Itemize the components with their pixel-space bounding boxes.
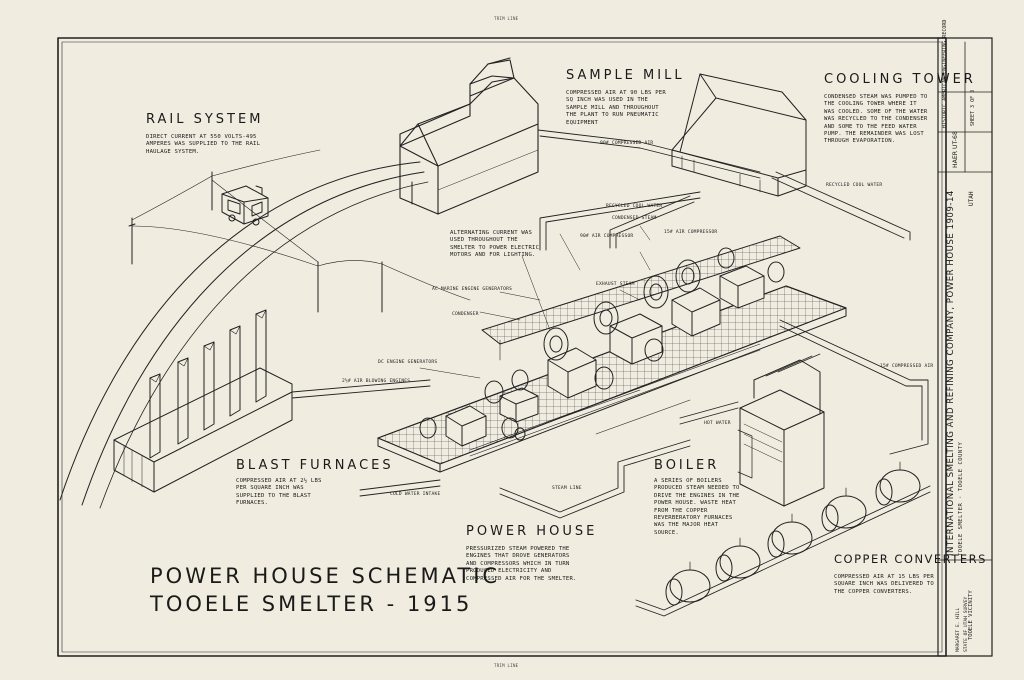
- blast-furnaces-note: COMPRESSED AIR AT 2½ LBS PER SQUARE INCH…: [236, 478, 322, 507]
- title-block-sheet-no: SHEET 3 OF 3: [970, 89, 976, 126]
- tag-condenser: CONDENSER: [452, 312, 479, 317]
- boiler-note: A SERIES OF BOILERS PRODUCED STEAM NEEDE…: [654, 478, 740, 536]
- power-house-floor: [377, 235, 847, 473]
- copper-converters-drawing: [635, 461, 931, 617]
- trim-line-bottom: TRIM LINE: [494, 663, 519, 668]
- tag-recycled-cool-water-tower: RECYCLED COOL WATER: [826, 183, 883, 188]
- power-house-heading: POWER HOUSE: [466, 524, 598, 539]
- tag-compressed-air-15: 15# COMPRESSED AIR: [880, 364, 934, 369]
- alternating-current-note: ALTERNATING CURRENT WAS USED THROUGHOUT …: [450, 230, 540, 259]
- boiler-heading: BOILER: [654, 458, 720, 473]
- tag-compressed-air-90: 90# COMPRESSED AIR: [600, 141, 654, 146]
- rail-system-heading: RAIL SYSTEM: [146, 112, 264, 127]
- title-block-delineator: MARGARET E. HILL: [956, 607, 961, 652]
- title-block-haer-no: HAER UT-68: [952, 131, 959, 168]
- outer-border: [57, 37, 947, 657]
- title-block-agency: HISTORIC AMERICAN ENGINEERING RECORD: [942, 19, 948, 128]
- drawing-title-line-1: POWER HOUSE SCHEMATIC: [150, 564, 501, 588]
- sample-mill-heading: SAMPLE MILL: [566, 68, 685, 83]
- inner-border: [61, 41, 943, 653]
- flywheels: [419, 247, 785, 441]
- sample-mill-building: [399, 57, 539, 215]
- copper-converters-heading: COPPER CONVERTERS: [834, 552, 987, 566]
- drawing-title-line-2: TOOELE SMELTER - 1915: [150, 592, 473, 616]
- engine-generators: [445, 265, 765, 447]
- tag-condensed-steam: CONDENSED STEAM: [612, 216, 657, 221]
- tag-air-compressor-a: 90# AIR COMPRESSOR: [580, 234, 634, 239]
- tag-cold-water-intake: COLD WATER INTAKE: [390, 492, 441, 497]
- blast-furnaces-heading: BLAST FURNACES: [236, 458, 394, 473]
- converter-vessels: [665, 461, 921, 606]
- sample-mill-note: COMPRESSED AIR AT 90 LBS PER SQ INCH WAS…: [566, 90, 666, 126]
- pipe-network: [291, 129, 929, 519]
- title-block-state: STATE OF UTAH SURVEY: [964, 596, 969, 652]
- tag-recycled-cool-water: RECYCLED COOL WATER: [606, 204, 663, 209]
- tag-dc-engine-generators: DC ENGINE GENERATORS: [378, 360, 438, 365]
- tag-air-compressor-b: 15# AIR COMPRESSOR: [664, 230, 718, 235]
- rail-system-note: DIRECT CURRENT AT 550 VOLTS-495 AMPERES …: [146, 134, 261, 155]
- tag-air-blowing-engines: 2½# AIR BLOWING ENGINES: [342, 379, 411, 384]
- title-block-subtitle: TOOELE SMELTER · TOOELE COUNTY: [958, 441, 964, 556]
- locomotive-icon: [221, 185, 269, 226]
- leader-lines: [419, 225, 651, 379]
- tag-ac-engine-generators: AC MARINE ENGINE GENERATORS: [432, 287, 513, 292]
- tag-hot-water: HOT WATER: [704, 421, 731, 426]
- title-block-location-right: UTAH: [968, 191, 975, 206]
- boiler-drawing: [737, 353, 825, 507]
- tag-steam-line: STEAM LINE: [552, 486, 582, 491]
- rail-system-drawing: [59, 149, 471, 509]
- cooling-tower-heading: COOLING TOWER: [824, 72, 976, 87]
- title-block-main-title: INTERNATIONAL SMELTING AND REFINING COMP…: [946, 190, 956, 556]
- trim-line-top: TRIM LINE: [494, 16, 519, 21]
- blast-furnaces-drawing: [113, 309, 293, 493]
- power-house-note: PRESSURIZED STEAM POWERED THE ENGINES TH…: [466, 546, 577, 582]
- title-block: [937, 37, 993, 657]
- cooling-tower-drawing: [671, 73, 807, 197]
- tag-exhaust-steam: EXHAUST STEAM: [596, 282, 635, 287]
- copper-converters-note: COMPRESSED AIR AT 15 LBS PER SQUARE INCH…: [834, 574, 934, 595]
- cooling-tower-note: CONDENSED STEAM WAS PUMPED TO THE COOLIN…: [824, 94, 928, 145]
